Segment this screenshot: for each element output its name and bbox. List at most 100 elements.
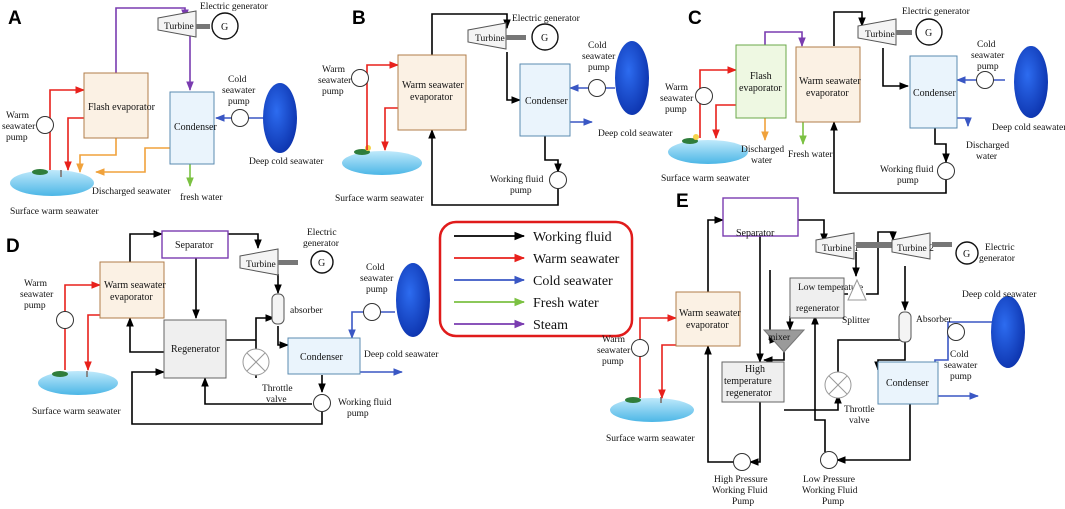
- warm-pump-label-a-2: seawater: [2, 122, 36, 132]
- warm-seawater-pump-c: [695, 87, 713, 105]
- discharged-water-label-c-1: Discharged: [966, 141, 1009, 151]
- splitter-e: [847, 278, 867, 301]
- working-fluid-pump-b: [549, 171, 567, 189]
- absorber-label-d: absorber: [290, 306, 324, 316]
- separator-e: [722, 197, 799, 237]
- throttle-label-d: Throttle: [262, 384, 293, 394]
- discharged-water-label-c-3: Discharged: [741, 145, 784, 155]
- hp-pump-label-e-3: Pump: [732, 497, 754, 507]
- warm-in-flow-c: [699, 66, 737, 138]
- warm-seawater-evaporator-c: [795, 46, 861, 123]
- shaft-a: [196, 24, 210, 29]
- cold-seawater-pump-e: [947, 323, 965, 341]
- mixer-to-hregen-e: [763, 352, 785, 364]
- evaporator-label-d-1: Warm seawater: [104, 280, 166, 291]
- wf-to-turbine-c: [833, 11, 866, 46]
- ht-regen-label-e-2: temperature: [724, 376, 772, 387]
- wf-to-turbine1-e: [798, 219, 828, 243]
- flash-evaporator-label-c-2: evaporator: [739, 83, 782, 94]
- ht-regen-label-e-1: High: [745, 364, 765, 375]
- warm-seawater-pump-e: [631, 339, 649, 357]
- evaporator-label-d-2: evaporator: [110, 292, 153, 303]
- generator-label-d: generator: [303, 239, 340, 249]
- deep-cold-seawater-e: [991, 296, 1025, 368]
- wf-pump-label-c-1: Working fluid: [880, 164, 934, 175]
- warm-pump-label-d-2: seawater: [20, 290, 54, 300]
- generator-symbol-e: G: [963, 249, 970, 260]
- cold-pump-label-e-2: seawater: [944, 361, 978, 371]
- surface-warm-seawater-label-c: Surface warm seawater: [661, 173, 750, 184]
- throttle-to-absorber-e: [837, 339, 905, 372]
- lp-pump-label-e-1: Low Pressure: [803, 475, 855, 485]
- lt-regen-label-e-2: regenerator: [796, 304, 840, 314]
- hp-pump-label-e-2: Working Fluid: [712, 486, 768, 496]
- warm-pump-label-c-2: seawater: [660, 94, 694, 104]
- lp-working-fluid-pump-e: [820, 451, 838, 469]
- flash-evaporator-c: [735, 44, 787, 119]
- warm-pump-label-e-2: seawater: [597, 346, 631, 356]
- legend-label: Fresh water: [533, 296, 599, 311]
- lp-pump-label-e-2: Working Fluid: [802, 486, 858, 496]
- warm-pump-label-e-1: Warm: [602, 335, 626, 345]
- cold-pump-label-e-1: Cold: [950, 350, 969, 360]
- warm-in-flow-a: [49, 86, 85, 170]
- surface-warm-seawater-label-b: Surface warm seawater: [335, 193, 424, 204]
- electric-generator-label-c: Electric generator: [902, 7, 971, 17]
- legend-label: Warm seawater: [533, 252, 620, 267]
- legend-box: [438, 220, 634, 338]
- cold-seawater-pump-d: [363, 303, 381, 321]
- wf-to-pump-c: [934, 128, 950, 163]
- lt-regen-label-e-1: Low temperature: [798, 283, 863, 293]
- generator-c: [915, 18, 943, 46]
- regen-return-d: [131, 368, 323, 425]
- cold-pump-label-a-2: seawater: [222, 86, 256, 96]
- fresh-water-label-a: fresh water: [180, 192, 223, 203]
- warm-return-flow-e: [658, 344, 676, 399]
- electric-generator-label-b: Electric generator: [512, 14, 581, 24]
- shaft-c: [896, 30, 912, 35]
- evaporator-label-b-2: evaporator: [410, 92, 453, 103]
- condenser-label-b: Condenser: [525, 96, 568, 107]
- surface-warm-seawater-label-e: Surface warm seawater: [606, 433, 695, 444]
- evaporator-label-b-1: Warm seawater: [402, 80, 464, 91]
- panel-a: A Surface warm seawater Flash evaporator…: [2, 2, 324, 217]
- turbine-label-a: Turbine: [164, 22, 194, 32]
- discharge-from-evaporator-a: [76, 138, 117, 173]
- separator-label-e: Separator: [736, 228, 775, 239]
- warm-return-flow-a: [64, 117, 84, 171]
- working-fluid-pump-c: [937, 162, 955, 180]
- wf-pump-label-d-1: Working fluid: [338, 397, 392, 408]
- panel-b: B Surface warm seawater Warm seawater ev…: [318, 8, 673, 206]
- wf-return-c: [830, 121, 947, 194]
- cold-pump-label-a-3: pump: [228, 97, 250, 107]
- flash-evaporator-label-a: Flash evaporator: [88, 102, 156, 113]
- warm-return-flow-c: [712, 104, 736, 139]
- surface-warm-seawater-e: [610, 397, 694, 422]
- surface-warm-seawater-label-d: Surface warm seawater: [32, 406, 121, 417]
- absorber-e: [898, 311, 912, 343]
- condenser-label-c: Condenser: [913, 88, 956, 99]
- wf-pump-label-b-2: pump: [510, 186, 532, 196]
- deep-cold-seawater-label-c: Deep cold seawater: [992, 123, 1065, 133]
- warm-return-flow-d: [84, 314, 100, 371]
- generator-d: [310, 250, 334, 274]
- throttle-valve-d: [242, 348, 270, 376]
- cold-pump-label-c-3: pump: [977, 62, 999, 72]
- spacer3-e: [795, 404, 821, 460]
- panel-e-label: E: [676, 191, 689, 212]
- evaporator-label-c-2: evaporator: [806, 88, 849, 99]
- lp-pump-label-e-3: Pump: [822, 497, 844, 507]
- wf-to-condenser-c: [882, 48, 909, 90]
- turbine-label-d: Turbine: [246, 260, 276, 270]
- shaft-e: [856, 242, 896, 248]
- deep-cold-seawater-c: [1014, 46, 1048, 118]
- wf-pump-label-b-1: Working fluid: [490, 174, 544, 185]
- separator-d: [161, 230, 229, 259]
- wf-to-separator-d: [129, 230, 163, 262]
- cold-pump-label-b-2: seawater: [582, 52, 616, 62]
- regenerator-label-d: Regenerator: [171, 344, 221, 355]
- generator-symbol-a: G: [221, 22, 228, 33]
- condenser-e: [877, 361, 939, 405]
- cold-out-flow-c: [955, 117, 972, 127]
